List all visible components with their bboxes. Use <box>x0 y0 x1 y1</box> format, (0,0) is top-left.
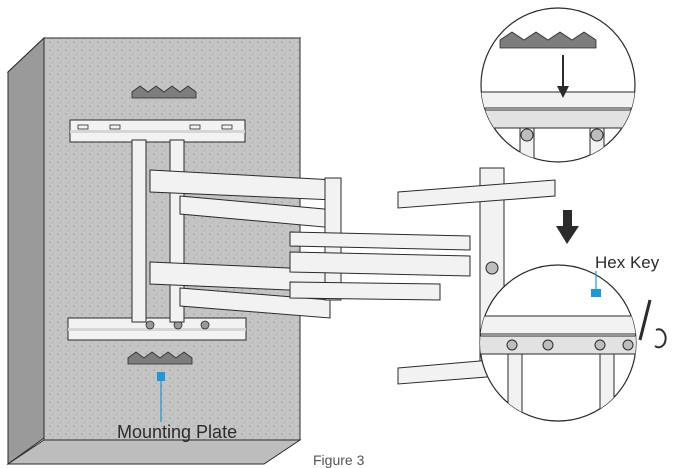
hex-key-icon <box>638 299 652 341</box>
detail-mounting-plate <box>499 31 597 49</box>
hex-key-label: Hex Key <box>595 253 660 272</box>
down-arrow-icon <box>556 210 579 244</box>
wall-bracket-top <box>69 119 246 143</box>
hex-key-callout <box>591 271 601 297</box>
wall-bracket-bottom <box>67 317 247 341</box>
bottom-mounting-plate <box>127 351 193 365</box>
figure-caption: Figure 3 <box>313 452 365 468</box>
mounting-plate-callout <box>157 372 165 422</box>
top-mounting-plate <box>131 85 197 99</box>
detail-circle-top <box>480 7 636 163</box>
articulating-arms <box>149 169 471 319</box>
wall <box>6 36 302 465</box>
rotate-arrow-icon <box>654 328 667 349</box>
mounting-plate-label: Mounting Plate <box>117 422 238 442</box>
down-arrow-icon <box>557 55 569 98</box>
detail-circle-bottom <box>479 264 667 422</box>
